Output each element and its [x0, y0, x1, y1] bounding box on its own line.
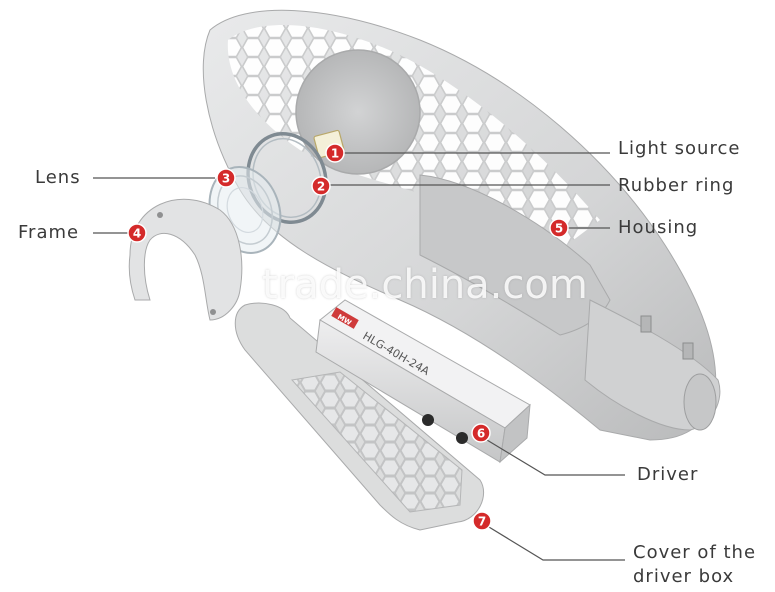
- callout-badge-6: 6: [471, 423, 491, 443]
- callout-badge-3: 3: [216, 168, 236, 188]
- housing: [202, 9, 721, 441]
- callout-badge-2: 2: [311, 176, 331, 196]
- bolt-icon: [640, 315, 652, 333]
- badge-number: 2: [317, 180, 325, 194]
- driver-box-cover: [234, 302, 485, 531]
- badge-number: 1: [331, 147, 339, 161]
- callout-badge-4: 4: [127, 223, 147, 243]
- label-driver-box-cover-line1: Cover of the: [633, 542, 757, 563]
- badge-number: 6: [477, 427, 485, 441]
- label-housing: Housing: [618, 217, 699, 238]
- label-driver: Driver: [637, 464, 699, 485]
- frame: [128, 198, 243, 321]
- badge-number: 4: [133, 227, 141, 241]
- label-frame: Frame: [18, 222, 80, 243]
- callout-badge-7: 7: [472, 511, 492, 531]
- label-light-source: Light source: [618, 138, 741, 159]
- bolt-icon: [682, 342, 694, 360]
- leader-line-7: [483, 523, 625, 561]
- callout-badge-1: 1: [325, 143, 345, 163]
- driver-terminal-icon: [422, 414, 434, 426]
- badge-number: 5: [555, 222, 563, 236]
- watermark: trade.china.com: [262, 262, 588, 308]
- label-lens: Lens: [35, 167, 81, 188]
- badge-number: 3: [222, 172, 230, 186]
- label-rubber-ring: Rubber ring: [618, 175, 735, 196]
- label-driver-box-cover-line2: driver box: [633, 566, 735, 587]
- leader-lines: [93, 152, 625, 561]
- driver-brand-logo: [331, 307, 359, 329]
- callout-badge-5: 5: [549, 218, 569, 238]
- driver-terminal-icon: [456, 432, 468, 444]
- driver: MW HLG-40H-24A: [315, 299, 531, 464]
- badge-number: 7: [478, 515, 486, 529]
- led-mount-disc: [295, 49, 421, 175]
- leader-line-6: [481, 436, 625, 476]
